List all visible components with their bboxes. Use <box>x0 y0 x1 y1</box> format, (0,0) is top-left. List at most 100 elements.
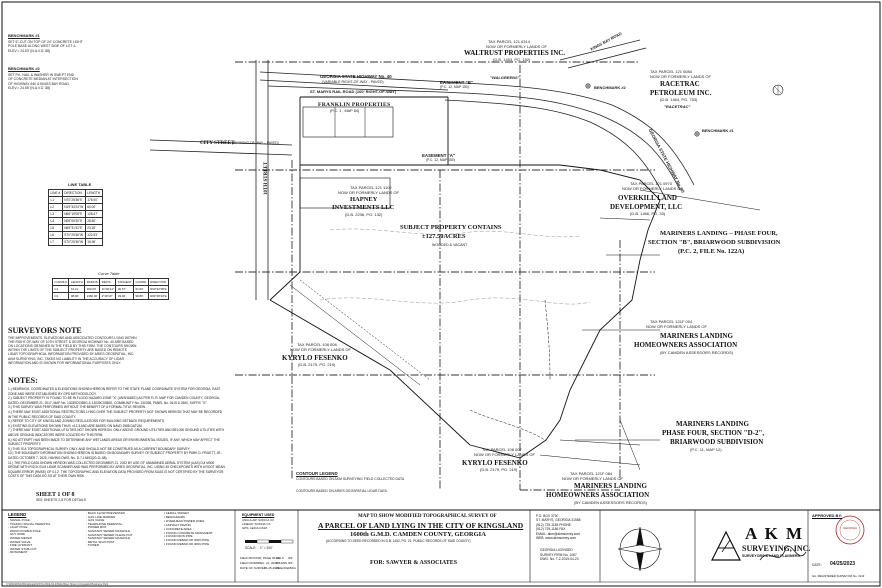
franklin-ref: (P.C. 1 , MAP 84) <box>330 109 360 113</box>
approved-date: 04/25/2023 <box>830 561 856 567</box>
legend-item: ◦ WATER STUB-OUT <box>8 546 37 551</box>
mariners-hoa2-line2: HOMEOWNERS ASSOCIATION <box>546 491 650 499</box>
note-item: DATED OCTOBER 7, 2020, HAVING DWG. No. D… <box>8 455 108 460</box>
subject-line3: WOODED & VACANT <box>432 243 468 247</box>
legend-item: ◦ SANITARY SEWER CLEAN-OUT <box>86 532 133 537</box>
curve-table-header: DELTA <box>99 278 117 286</box>
seal-text: GEORGIA <box>843 526 858 530</box>
line-table-header: DIRECTION <box>61 189 86 197</box>
easement-a: EASEMENT "A" <box>422 153 455 158</box>
main-title-line3: 1600th G.M.D. CAMDEN COUNTY, GEORGIA <box>350 531 486 538</box>
drawing-file-path: C:\DRAWINGS\Drafting\2023\T2-2019-04-23\… <box>6 583 109 586</box>
calc-label: CALC <box>276 556 285 560</box>
overkill-owner-pre: NOW OR FORMERLY LANDS OF <box>622 186 683 191</box>
curve-table: CURVE # LENGTH RADIUS DELTA TANGENT CHOR… <box>51 278 170 300</box>
company-address-line: P.O. BOX 3730 <box>536 514 559 518</box>
cell: 15.96' <box>84 238 103 246</box>
hapney-owner-pre: NOW OR FORMERLY LANDS OF <box>338 190 399 195</box>
legend-item: ◦ GAS LINE MARKER <box>86 514 116 519</box>
racetrac-deed: (D.B. 1464, PG. 753) <box>660 97 698 102</box>
cell: N05°06'30"E <box>61 217 86 225</box>
legend-item: ▪ BENCHMARK <box>164 514 186 519</box>
legend-title: LEGEND <box>8 512 27 517</box>
company-logo-tagline: SURVEYORS & LAND PLANNERS <box>742 554 800 558</box>
cell: S70°25'36"W <box>61 238 86 246</box>
field-book-value: 00, PAGE 00-00 <box>258 556 280 560</box>
fesenko1-deed: (D.B. 2179, PG. 219) <box>298 362 336 367</box>
legend-item: ◦ TRAFFIC SIGNAL PEDESTAL <box>8 521 51 526</box>
legend-item: ◦ WATER VALVE <box>8 539 31 544</box>
note-item: 6.) EXISTING ELEVATIONS SHOWN THUS: x12.… <box>8 423 143 428</box>
cell: 28.50' <box>84 217 103 225</box>
mariners-b-line1: MARINERS LANDING – PHASE FOUR, <box>660 230 778 237</box>
note-item: 10.) THE BOUNDARY INFORMATION SHOWN HERE… <box>8 451 223 456</box>
legend-item: ◦ WATER METER <box>8 535 32 540</box>
cell: 128.47' <box>84 210 103 218</box>
note-item: 8.) NO ATTEMPT HAS BEEN MADE TO DETERMIN… <box>8 437 220 442</box>
cell: 30.67' <box>115 285 135 293</box>
sheet-sub: SEE SHEETS 2-8 FOR DETAILS <box>36 498 87 502</box>
waltrust-deed: (D.B. 1453, PG. 152) <box>493 57 531 62</box>
legend-col-3: ▪ AERIAL TARGET▪ BENCHMARK▪ OVERHEAD POW… <box>164 511 213 547</box>
notes-list: 1.) BEARINGS, COORDINATES & ELEVATIONS S… <box>8 387 225 479</box>
waltrust-label: "WALGREENS" <box>490 75 520 80</box>
note-item: ABOVE GROUND INDICATORS WERE LOCATED BY … <box>8 432 104 437</box>
fesenko2-name: KYRYLO FESENKO <box>462 459 528 467</box>
cell: C1 <box>51 285 70 293</box>
legend-item: ▪ FOUND REBAR OR IRON PIPE <box>164 542 210 547</box>
road-city: CITY STREET <box>200 140 235 146</box>
date-of-survey-label: DATE OF SURVEY <box>240 566 266 570</box>
hapney-name2: INVESTMENTS LLC <box>332 204 395 211</box>
racetrac-tax: TAX PARCEL 121 0084 <box>650 69 692 74</box>
legend-item: ◦ SIGNAL POLE <box>8 518 30 522</box>
subject-line1: SUBJECT PROPERTY CONTAINS <box>400 224 502 231</box>
mariners-hoa1-line2: HOMEOWNERS ASSOCIATION <box>634 341 738 349</box>
legend-item: ▪ FOUND REBAR OR IRON PIPE <box>164 538 210 543</box>
note-item: 4.) THERE MAY EXIST ADDITIONAL RESTRICTI… <box>8 409 223 414</box>
road-tenth: 10TH STREET <box>264 161 269 195</box>
racetrac-name1: RACETRAC <box>660 80 700 88</box>
contour-legend-title: CONTOUR LEGEND <box>296 471 338 476</box>
fesenko1-name: KYRYLO FESENKO <box>282 354 348 362</box>
main-title-for: FOR: SAWYER & ASSOCIATES <box>370 560 458 566</box>
approved-label: APPROVED BY: <box>812 513 843 518</box>
legend-item: ◦ GUY WIRE <box>8 532 26 537</box>
equipment-c: GPS: LEICA GS18 <box>242 526 268 530</box>
table-row: LINE # DIRECTION LENGTH <box>48 189 103 197</box>
cell: N19°34'24"W <box>61 203 86 211</box>
legend-col-2: ◦ BACK FLOW PREVENTER◦ GAS LINE MARKER◦ … <box>86 511 133 548</box>
fesenko2-owner-pre: NOW OR FORMERLY LANDS OF <box>474 452 535 457</box>
approved-date-label: DATE: <box>812 563 822 567</box>
legend-item: ▪ CONCRETE AREA <box>164 526 192 531</box>
cell: 60.00' <box>84 203 103 211</box>
main-title-line4: (ACCORDING TO DEED RECORDED IN D.B. 1452… <box>326 539 471 543</box>
cell: L1 <box>48 196 63 204</box>
company-address-line: ST. MARYS, GEORGIA 31558 <box>536 518 581 523</box>
waltrust-owner-pre: NOW OR FORMERLY LANDS OF <box>486 44 547 49</box>
legend-item: ▪ OVERHEAD POWER LINES <box>164 518 205 523</box>
company-license-line: SURVEY FIRM No. 1067 <box>540 552 577 557</box>
cell: L2 <box>48 203 63 211</box>
cell: L4 <box>48 217 63 225</box>
racetrac-name2: PETROLEUM INC. <box>650 89 712 97</box>
road-hwy40: GEORGIA STATE HIGHWAY No. 40 <box>320 74 392 79</box>
date-of-survey-value: 04-25-2023 <box>264 566 280 570</box>
curve-table-header: CURVE # <box>51 278 70 286</box>
legend-item: ◦ TELEPHONE PEDESTAL <box>86 521 123 526</box>
hapney-deed: (D.B. 2236, PG. 132) <box>345 212 383 217</box>
overkill-name1: OVERKILL LAND <box>618 194 677 202</box>
table-row: CURVE # LENGTH RADIUS DELTA TANGENT CHOR… <box>51 278 170 286</box>
company-address-line: EMAIL: akm@akmsurvey.com <box>536 531 581 536</box>
note-item: 3.) THIS SURVEY WAS PERFORMED WITHOUT TH… <box>8 405 146 410</box>
mariners-d2-line3: BRIARWOOD SUBDIVISION <box>670 438 764 446</box>
company-license-line: DWG. No. T-2-2019-04-23 <box>540 557 579 562</box>
overkill-deed: (D.B. 1466, PG. 33) <box>630 211 666 216</box>
legend-item: ◦ METAL SIGN POST <box>86 539 115 544</box>
cell: 300.00' <box>84 285 101 293</box>
cell: 61.00' <box>133 285 149 293</box>
cell: 98.90' <box>68 292 86 300</box>
